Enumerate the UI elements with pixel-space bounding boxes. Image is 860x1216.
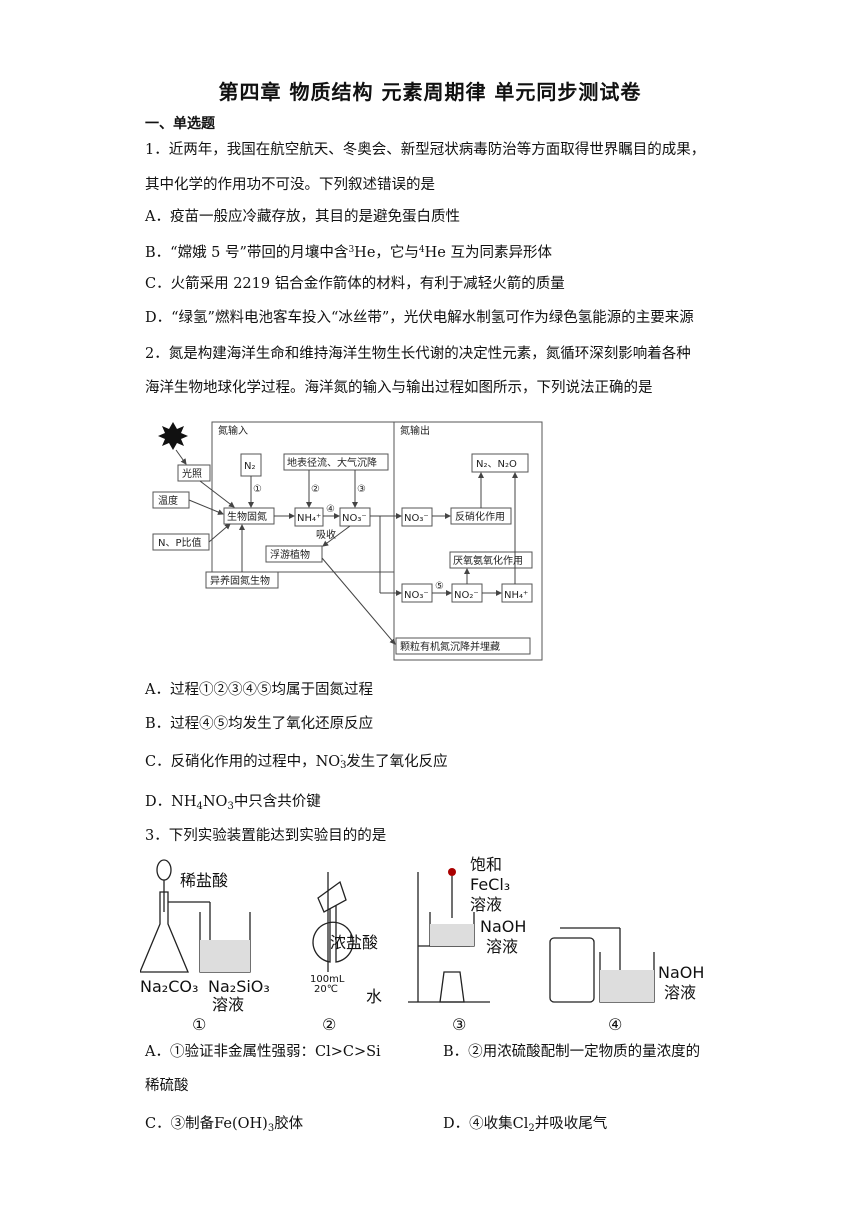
svg-text:③: ③ — [357, 484, 366, 495]
q2-stem-line1: 2．氮是构建海洋生命和维持海洋生物生长代谢的决定性元素，氮循环深刻影响着各种 — [145, 346, 691, 362]
svg-text:N₂、N₂O: N₂、N₂O — [476, 459, 517, 470]
svg-text:生物固氮: 生物固氮 — [227, 510, 267, 523]
svg-text:④: ④ — [326, 504, 335, 515]
q3-option-b-line1: B．②用浓硫酸配制一定物质的量浓度的 — [443, 1044, 701, 1060]
lab-apparatus-figure: 稀盐酸 Na₂CO₃ Na₂SiO₃ 溶液 浓盐酸 100mL 20℃ 水 饱和… — [140, 855, 704, 1034]
q3-stem: 3．下列实验装置能达到实验目的的是 — [145, 828, 387, 844]
q1-stem-line2: 其中化学的作用功不可没。下列叙述错误的是 — [145, 177, 435, 193]
svg-text:温度: 温度 — [158, 494, 178, 507]
q1-option-d: D．“绿氢”燃料电池客车投入“冰丝带”，光伏电解水制氢可作为绿色氢能源的主要来源 — [145, 310, 694, 326]
svg-text:浮游植物: 浮游植物 — [270, 548, 310, 561]
page-title: 第四章 物质结构 元素周期律 单元同步测试卷 — [218, 80, 642, 104]
svg-text:溶液: 溶液 — [486, 937, 518, 956]
svg-text:颗粒有机氮沉降并埋藏: 颗粒有机氮沉降并埋藏 — [400, 640, 500, 653]
svg-text:NH₄⁺: NH₄⁺ — [504, 590, 528, 601]
q1-option-c: C．火箭采用 2219 铝合金作箭体的材料，有利于减轻火箭的质量 — [145, 276, 565, 292]
svg-text:溶液: 溶液 — [470, 895, 502, 914]
svg-text:光照: 光照 — [182, 467, 202, 480]
svg-text:溶液: 溶液 — [664, 983, 696, 1002]
svg-text:NO₃⁻: NO₃⁻ — [404, 513, 429, 524]
svg-text:NO₃⁻: NO₃⁻ — [342, 513, 367, 524]
svg-text:N₂: N₂ — [244, 461, 256, 472]
svg-text:异养固氮生物: 异养固氮生物 — [210, 574, 270, 587]
svg-text:①: ① — [192, 1015, 206, 1034]
q3-option-c: C．③制备Fe(OH)3胶体 — [145, 1116, 304, 1134]
svg-text:N、P比值: N、P比值 — [158, 536, 202, 549]
svg-text:反硝化作用: 反硝化作用 — [455, 510, 505, 523]
q3-option-b-line2: 稀硫酸 — [145, 1078, 189, 1094]
q2-option-a: A．过程①②③④⑤均属于固氮过程 — [145, 682, 373, 698]
svg-text:②: ② — [311, 484, 320, 495]
svg-text:FeCl₃: FeCl₃ — [470, 875, 510, 894]
sun-icon — [158, 422, 188, 450]
svg-text:⑤: ⑤ — [435, 581, 444, 592]
svg-text:②: ② — [322, 1015, 336, 1034]
svg-text:氮输入: 氮输入 — [218, 424, 248, 437]
q2-stem-line2: 海洋生物地球化学过程。海洋氮的输入与输出过程如图所示，下列说法正确的是 — [145, 380, 653, 396]
svg-text:溶液: 溶液 — [212, 995, 244, 1014]
svg-text:NO₂⁻: NO₂⁻ — [454, 590, 479, 601]
svg-text:①: ① — [253, 484, 262, 495]
svg-text:NaOH: NaOH — [480, 917, 526, 936]
svg-text:厌氧氨氧化作用: 厌氧氨氧化作用 — [453, 554, 523, 567]
svg-text:氮输出: 氮输出 — [400, 424, 430, 437]
svg-text:稀盐酸: 稀盐酸 — [180, 871, 228, 890]
svg-text:Na₂SiO₃: Na₂SiO₃ — [208, 977, 270, 996]
q1-stem-line1: 1．近两年，我国在航空航天、冬奥会、新型冠状病毒防治等方面取得世界瞩目的成果， — [145, 142, 706, 158]
svg-text:NO₃⁻: NO₃⁻ — [404, 590, 429, 601]
svg-text:NaOH: NaOH — [658, 963, 704, 982]
svg-text:④: ④ — [608, 1015, 622, 1034]
q1-option-a: A．疫苗一般应冷藏存放，其目的是避免蛋白质性 — [145, 209, 460, 225]
svg-text:Na₂CO₃: Na₂CO₃ — [140, 977, 198, 996]
svg-text:NH₄⁺: NH₄⁺ — [297, 513, 321, 524]
section-heading: 一、单选题 — [145, 116, 215, 132]
svg-text:地表径流、大气沉降: 地表径流、大气沉降 — [287, 456, 377, 469]
q1-option-b: B．“嫦娥 5 号”带回的月壤中含3He，它与4He 互为同素异形体 — [145, 245, 552, 261]
svg-text:饱和: 饱和 — [470, 855, 502, 874]
svg-text:水: 水 — [366, 987, 382, 1006]
svg-text:吸收: 吸收 — [316, 528, 336, 541]
svg-text:③: ③ — [452, 1015, 466, 1034]
svg-text:浓盐酸: 浓盐酸 — [330, 933, 378, 952]
q3-option-d: D．④收集Cl2并吸收尾气 — [443, 1116, 608, 1134]
svg-text:20℃: 20℃ — [314, 984, 338, 995]
q2-option-b: B．过程④⑤均发生了氧化还原反应 — [145, 716, 374, 732]
q2-option-d: D．NH4NO3中只含共价键 — [145, 794, 321, 812]
svg-text:100mL: 100mL — [310, 974, 345, 985]
q3-option-a: A．①验证非金属性强弱：Cl>C>Si — [145, 1044, 381, 1060]
nitrogen-cycle-diagram: 氮输入 氮输出 光照 温度 N、P比值 N₂ 地表径流、大气沉降 生物固氮 NH… — [152, 421, 543, 661]
